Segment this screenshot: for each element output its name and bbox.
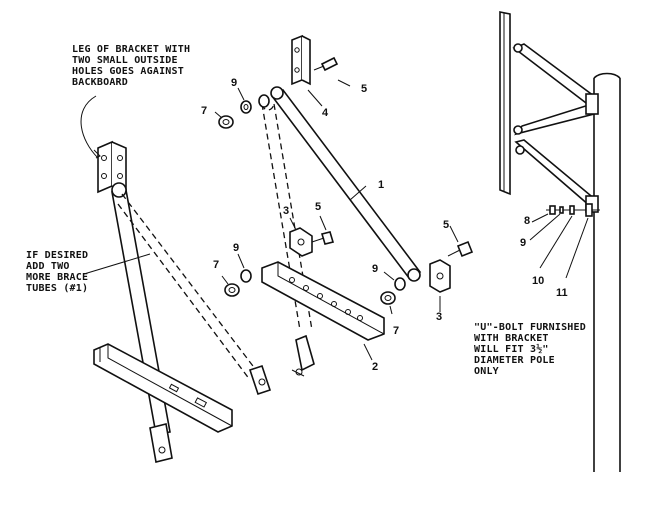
washer-9-right <box>394 277 406 291</box>
note-brace-tubes: IF DESIRED ADD TWO MORE BRACE TUBES (#1) <box>26 250 89 294</box>
pole-side-braces <box>512 43 599 213</box>
backboard-edge <box>499 11 511 196</box>
left-tube-end-bracket <box>149 423 173 463</box>
nut-7-upper <box>218 115 234 129</box>
bolt-5-right <box>447 240 474 258</box>
callout-7-upper: 7 <box>201 105 207 117</box>
callout-9-right: 9 <box>372 263 378 275</box>
callout-8: 8 <box>524 215 530 227</box>
ubolt-hardware <box>546 203 600 217</box>
callout-3-right: 3 <box>436 311 442 323</box>
callout-11: 11 <box>556 287 568 299</box>
washer-upper-2 <box>258 94 270 108</box>
lower-channel-bracket <box>93 343 233 433</box>
callout-4: 4 <box>322 107 329 119</box>
note-ubolt: "U"-BOLT FURNISHED WITH BRACKET WILL FIT… <box>474 322 586 377</box>
lower-left-hardware <box>248 334 315 396</box>
callout-1: 1 <box>378 179 384 191</box>
nut-7-right <box>380 291 396 305</box>
callout-5-center: 5 <box>315 201 321 213</box>
callout-10: 10 <box>532 275 544 287</box>
callout-9-upper: 9 <box>231 77 237 89</box>
callout-7-center: 7 <box>213 259 219 271</box>
upper-mounting-bracket <box>291 34 311 86</box>
bolt-5-upper <box>313 56 339 72</box>
dashed-optional-tube-left-2 <box>117 203 251 381</box>
callout-5-right: 5 <box>443 219 449 231</box>
small-bracket-3-right <box>429 259 451 293</box>
callout-9-center: 9 <box>233 242 239 254</box>
small-bracket-3-left <box>289 227 313 257</box>
callout-9-pole: 9 <box>520 237 526 249</box>
washer-9-upper <box>240 100 252 114</box>
channel-bracket-2 <box>261 261 385 341</box>
pole <box>593 72 621 472</box>
callout-5-upper: 5 <box>361 83 367 95</box>
callout-7-right: 7 <box>393 325 399 337</box>
bolt-5-center <box>311 231 335 245</box>
callout-2: 2 <box>372 361 378 373</box>
brace-tube-1 <box>270 86 422 282</box>
callout-numbers: 9 7 5 4 1 3 5 9 7 5 9 7 3 2 8 9 10 11 <box>201 77 568 373</box>
nut-7-center <box>224 283 240 297</box>
note-bracket-leg: LEG OF BRACKET WITH TWO SMALL OUTSIDE HO… <box>72 44 191 88</box>
callout-3-left: 3 <box>283 205 289 217</box>
dashed-optional-tube-left <box>121 193 257 371</box>
leader-lines <box>80 79 589 361</box>
washer-9-center <box>240 269 252 283</box>
left-bracket-top <box>97 140 127 194</box>
